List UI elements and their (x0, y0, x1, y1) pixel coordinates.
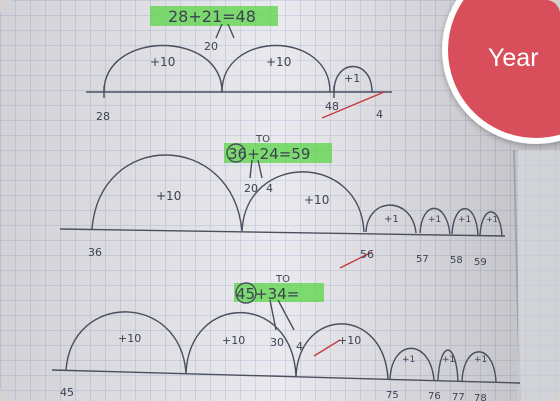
circle-45 (235, 282, 257, 304)
jump-1c (333, 66, 373, 93)
jump-3a (65, 311, 187, 374)
partition-2a: 20 (244, 182, 258, 195)
problem-2-text: TO 36+24=59 20 4 +10 +10 +1 +1 +1 +1 36 … (88, 134, 498, 268)
mark-3b: 75 (386, 390, 399, 401)
strike-2 (339, 251, 373, 269)
jump-3d (389, 347, 435, 381)
mark-1a: 28 (96, 110, 110, 123)
jump-label-1c: +1 (344, 72, 360, 85)
mark-1b: 48 (325, 100, 339, 113)
jump-label-2f: +1 (486, 215, 498, 224)
jump-2e (451, 207, 479, 236)
strike-1 (321, 91, 385, 119)
mark-2a: 36 (88, 246, 102, 259)
jump-2f (479, 211, 503, 237)
mark-3c: 76 (428, 391, 441, 401)
jump-1a (103, 44, 223, 93)
equation-3: 45+34= (236, 285, 299, 303)
problem-1 (86, 6, 392, 119)
jump-label-2c: +1 (384, 214, 399, 225)
mark-2b: 56 (360, 248, 374, 261)
jump-label-3a: +10 (118, 332, 141, 345)
problem-3-text: TO 45+34= 30 4 +10 +10 +10 +1 +1 +1 45 7… (60, 274, 487, 401)
jump-2c (365, 204, 417, 234)
jump-label-2a: +10 (156, 189, 181, 203)
partition-3b: 4 (296, 340, 303, 353)
place-value-3: TO (275, 274, 290, 285)
mark-1c: 4 (376, 108, 383, 121)
problem-1-text: 28+21=48 20 +10 +10 +1 28 48 4 (96, 7, 383, 123)
equation-1: 28+21=48 (168, 7, 256, 26)
equation-2: 36+24=59 (228, 145, 310, 163)
jump-label-1b: +10 (266, 55, 291, 69)
problem-2 (59, 143, 506, 269)
mark-2d: 58 (450, 255, 463, 266)
mark-3a: 45 (60, 386, 74, 399)
problem-3 (51, 282, 521, 384)
mark-3d: 77 (452, 392, 465, 401)
highlight-2 (224, 143, 332, 163)
jump-label-3e: +1 (442, 355, 455, 365)
jump-label-2d: +1 (428, 215, 441, 225)
place-value-2: TO (255, 134, 270, 145)
jump-2b (241, 171, 365, 233)
jump-label-3c: +10 (338, 334, 361, 347)
jump-label-1a: +10 (150, 55, 175, 69)
number-line-2 (59, 228, 506, 237)
jump-3e (437, 349, 459, 382)
partition-2b: 4 (266, 182, 273, 195)
highlight-1 (150, 6, 278, 26)
jump-label-3f: +1 (474, 355, 487, 365)
jump-2a (91, 154, 243, 232)
partition-3a: 30 (270, 336, 284, 349)
strike-3 (313, 339, 341, 357)
jump-2d (419, 207, 451, 235)
jump-label-3b: +10 (222, 334, 245, 347)
mark-2c: 57 (416, 254, 429, 265)
number-line-3 (51, 369, 521, 384)
mark-3e: 78 (474, 393, 487, 401)
partition-1: 20 (204, 40, 218, 53)
jump-3f (461, 351, 497, 383)
jump-3c (295, 323, 389, 380)
circle-36 (226, 143, 246, 163)
jump-label-2e: +1 (458, 215, 471, 225)
highlight-3 (234, 283, 324, 302)
year-badge-label: Year (488, 44, 539, 72)
jump-label-3d: +1 (402, 355, 415, 365)
jump-3b (185, 312, 297, 377)
jump-1b (221, 44, 331, 93)
mark-2e: 59 (474, 257, 487, 268)
jump-label-2b: +10 (304, 193, 329, 207)
